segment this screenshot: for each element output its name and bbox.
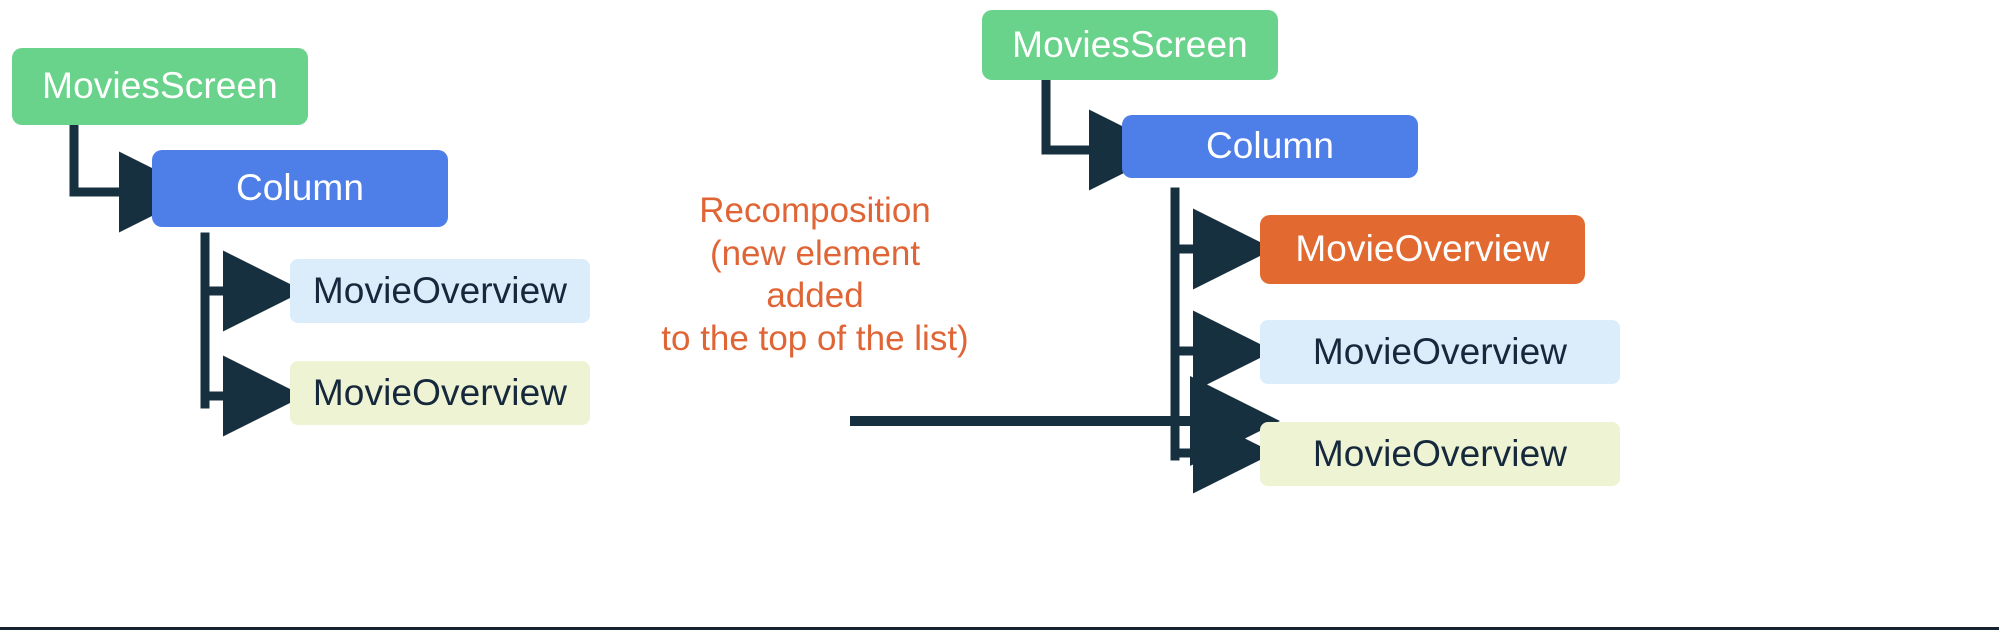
after-node-overview-2[interactable]: MovieOverview	[1260, 422, 1620, 486]
before-node-overview-1[interactable]: MovieOverview	[290, 259, 590, 323]
connector-left-screen-to-column	[69, 120, 200, 233]
connector-right-column-trunk	[1170, 187, 1274, 494]
connector-left-column-trunk	[200, 232, 304, 437]
before-node-overview-2[interactable]: MovieOverview	[290, 361, 590, 425]
connector-right-screen-to-column	[1041, 75, 1170, 191]
after-node-column[interactable]: Column	[1122, 115, 1418, 178]
before-node-movies-screen[interactable]: MoviesScreen	[12, 48, 308, 125]
after-node-overview-1[interactable]: MovieOverview	[1260, 320, 1620, 384]
after-node-overview-new[interactable]: MovieOverview	[1260, 215, 1585, 284]
bottom-divider	[0, 627, 1999, 630]
before-node-column[interactable]: Column	[152, 150, 448, 227]
transition-label: Recomposition (new element added to the …	[661, 191, 969, 359]
after-node-movies-screen[interactable]: MoviesScreen	[982, 10, 1278, 80]
